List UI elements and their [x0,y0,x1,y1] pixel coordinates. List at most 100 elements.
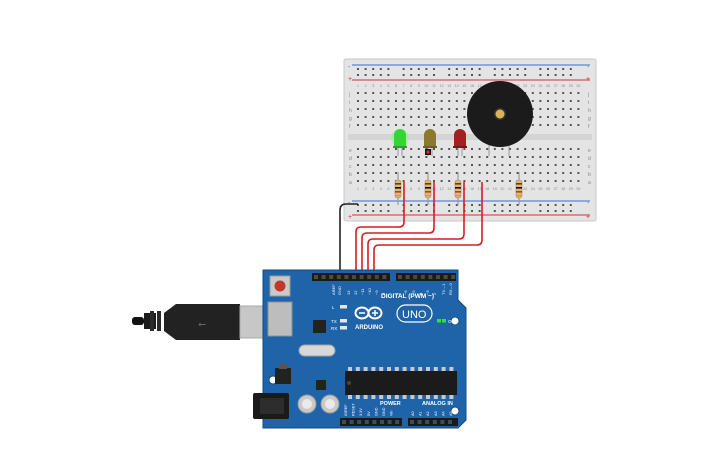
breadboard-hole[interactable] [410,148,413,150]
breadboard-hole[interactable] [440,100,443,102]
breadboard-hole[interactable] [379,124,382,126]
rail-hole[interactable] [448,68,451,70]
breadboard-hole[interactable] [417,116,420,118]
breadboard-hole[interactable] [539,148,542,150]
breadboard-hole[interactable] [364,124,367,126]
rail-hole[interactable] [493,74,496,76]
breadboard-hole[interactable] [410,156,413,158]
rail-hole[interactable] [417,74,420,76]
breadboard-hole[interactable] [547,108,549,110]
breadboard-hole[interactable] [417,100,420,102]
breadboard-hole[interactable] [448,116,451,118]
wire-pin-12[interactable] [355,182,405,282]
breadboard-hole[interactable] [417,172,420,174]
breadboard-hole[interactable] [448,100,451,102]
breadboard-hole[interactable] [455,108,458,110]
breadboard-hole[interactable] [501,180,504,182]
breadboard-hole[interactable] [440,124,443,126]
breadboard-hole[interactable] [486,148,489,150]
breadboard-hole[interactable] [554,164,557,166]
breadboard-hole[interactable] [554,100,557,102]
breadboard-hole[interactable] [501,172,504,174]
breadboard-hole[interactable] [539,180,542,182]
breadboard-hole[interactable] [471,172,473,174]
breadboard-hole[interactable] [425,164,428,166]
breadboard-hole[interactable] [395,156,397,158]
breadboard-hole[interactable] [463,108,466,110]
breadboard-hole[interactable] [387,92,390,94]
breadboard-hole[interactable] [433,148,435,150]
header-pin[interactable] [374,275,379,279]
rail-hole[interactable] [387,68,390,70]
breadboard-hole[interactable] [379,108,382,110]
breadboard-hole[interactable] [524,180,527,182]
rail-hole[interactable] [417,68,420,70]
rail-hole[interactable] [516,204,519,206]
rail-hole[interactable] [471,210,473,212]
rail-hole[interactable] [433,68,435,70]
rail-hole[interactable] [569,204,572,206]
rail-hole[interactable] [425,68,428,70]
breadboard-hole[interactable] [554,124,557,126]
breadboard-hole[interactable] [395,116,397,118]
breadboard-hole[interactable] [531,108,534,110]
breadboard-hole[interactable] [577,148,580,150]
wire-pin-10[interactable] [367,182,465,282]
breadboard-hole[interactable] [455,100,458,102]
breadboard-hole[interactable] [433,116,435,118]
rail-hole[interactable] [569,210,572,212]
breadboard-hole[interactable] [379,156,382,158]
breadboard-hole[interactable] [372,108,375,110]
led-red[interactable] [453,129,467,156]
breadboard-hole[interactable] [395,108,397,110]
rail-hole[interactable] [547,204,549,206]
breadboard-hole[interactable] [569,100,572,102]
breadboard-hole[interactable] [417,124,420,126]
breadboard-hole[interactable] [417,108,420,110]
breadboard-hole[interactable] [562,148,565,150]
breadboard-hole[interactable] [448,124,451,126]
breadboard-hole[interactable] [554,148,557,150]
breadboard-hole[interactable] [547,172,549,174]
breadboard-hole[interactable] [531,100,534,102]
rail-hole[interactable] [364,210,367,212]
breadboard-hole[interactable] [448,172,451,174]
breadboard-hole[interactable] [547,92,549,94]
breadboard-hole[interactable] [448,164,451,166]
breadboard-hole[interactable] [364,180,367,182]
breadboard-hole[interactable] [387,100,390,102]
breadboard-hole[interactable] [562,100,565,102]
breadboard-hole[interactable] [493,180,496,182]
breadboard-hole[interactable] [539,100,542,102]
breadboard-hole[interactable] [524,172,527,174]
rail-hole[interactable] [539,204,542,206]
breadboard-hole[interactable] [433,164,435,166]
breadboard-hole[interactable] [372,100,375,102]
breadboard-hole[interactable] [387,148,390,150]
header-pin[interactable] [359,275,364,279]
breadboard-hole[interactable] [547,100,549,102]
rail-hole[interactable] [516,210,519,212]
breadboard-hole[interactable] [364,148,367,150]
rail-hole[interactable] [357,68,359,70]
rail-hole[interactable] [357,210,359,212]
breadboard-hole[interactable] [433,156,435,158]
rail-hole[interactable] [562,204,565,206]
breadboard-hole[interactable] [455,92,458,94]
breadboard-hole[interactable] [440,116,443,118]
breadboard-hole[interactable] [372,148,375,150]
breadboard-hole[interactable] [425,124,428,126]
breadboard-hole[interactable] [547,164,549,166]
rail-hole[interactable] [501,68,504,70]
breadboard-hole[interactable] [357,124,359,126]
breadboard-hole[interactable] [440,156,443,158]
breadboard-hole[interactable] [357,108,359,110]
breadboard-hole[interactable] [471,180,473,182]
breadboard-hole[interactable] [554,180,557,182]
breadboard-hole[interactable] [493,156,496,158]
breadboard-hole[interactable] [478,164,481,166]
rail-hole[interactable] [455,68,458,70]
breadboard-hole[interactable] [455,124,458,126]
breadboard-hole[interactable] [387,156,390,158]
header-pin[interactable] [413,275,418,279]
